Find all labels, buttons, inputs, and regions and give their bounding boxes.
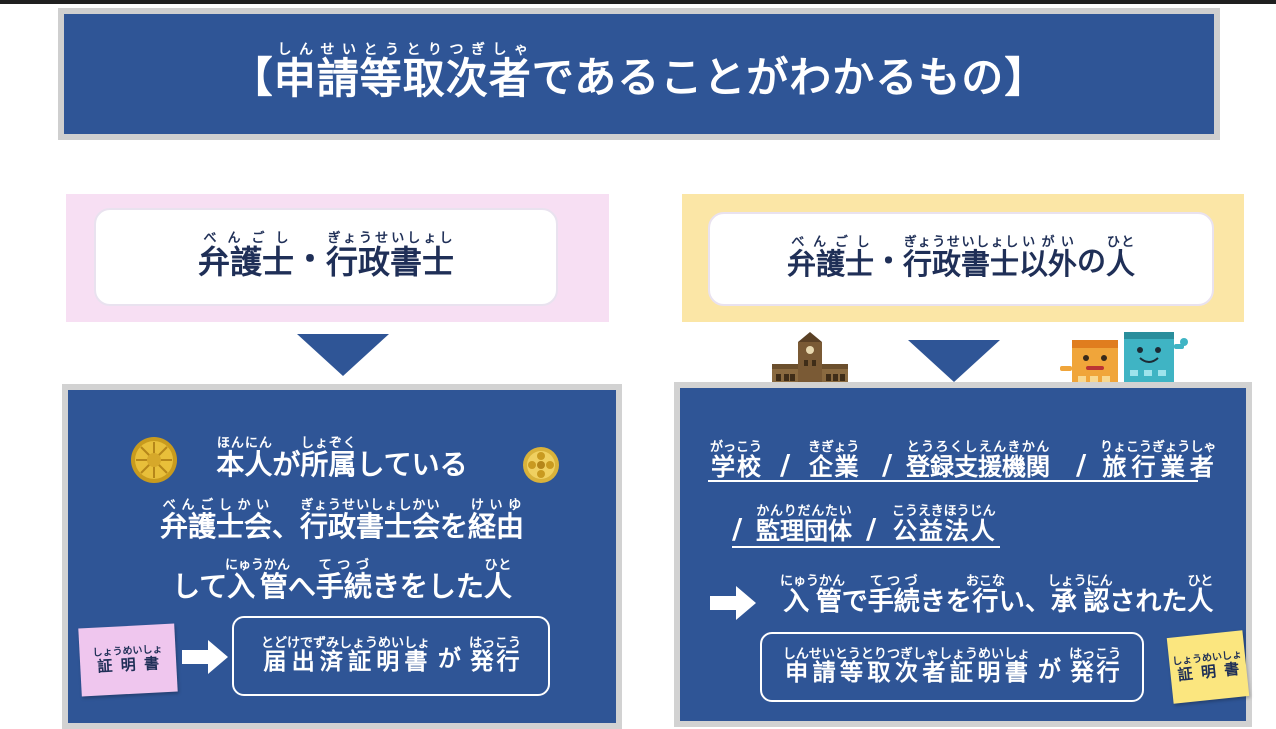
title-rest: であることがわかるもの (531, 52, 1005, 102)
right-arrow-icon-2 (710, 586, 756, 624)
right-panel: 学校がっこう / 企業きぎょう / 登録支援機関とうろくしえんきかん / 旅行業… (674, 382, 1252, 727)
title-bracket-close: 】 (1004, 52, 1048, 102)
left-line-1: 本人ほんにんが所属しょぞくしている (216, 436, 468, 481)
left-panel: 本人ほんにんが所属しょぞくしている 弁護士会べんごしかい、行政書士会ぎょうせいし… (62, 384, 622, 729)
title-bracket-open: 【 (230, 52, 274, 102)
top-border (0, 0, 1276, 4)
title-word-2: 取次者とりつぎしゃ (402, 42, 532, 103)
slash-4: / (732, 512, 743, 545)
right-down-arrow-icon (908, 340, 1000, 382)
right-approval-line: 入管にゅうかんで手続てつづきを行おこない、承認しょうにんされた人ひと (780, 574, 1214, 617)
gold-scrivener-badge-icon (522, 446, 560, 484)
slash-1: / (780, 448, 791, 481)
right-certificate-box: 申請等取次者証明書しんせいとうとりつぎしゃしょうめいしょ が 発行はっこう (760, 632, 1144, 702)
org-travel-agency: 旅行業者りょこうぎょうしゃ (1100, 440, 1217, 481)
right-certificate-note: 証明書しょうめいしょ (1166, 630, 1250, 704)
title-word-1: 申請等しんせいとう (273, 42, 403, 103)
right-arrow-icon (182, 640, 228, 678)
left-line-3: して入管にゅうかんへ手続てつづきをした人ひと (172, 558, 512, 603)
org-public-interest-corp: 公益法人こうえきほうじん (892, 504, 996, 545)
left-certificate-note: 証明書しょうめいしょ (78, 623, 178, 697)
left-certificate-box: 届出済証明書とどけでずみしょうめいしょ が 発行はっこう (232, 616, 550, 696)
slash-3: / (1076, 448, 1087, 481)
org-row2-underline (732, 546, 1000, 548)
org-school: 学校がっこう (710, 440, 763, 481)
org-supervising-org: 監理団体かんりだんたい (756, 504, 852, 545)
org-registered-support: 登録支援機関とうろくしえんきかん (906, 440, 1050, 481)
org-company: 企業きぎょう (808, 440, 860, 481)
left-category-label: 弁護士べんごし ・ 行政書士ぎょうせいしょし (94, 208, 558, 306)
org-row1-underline (708, 480, 1198, 482)
left-line-2: 弁護士会べんごしかい、行政書士会ぎょうせいしょしかいを経由けいゆ (159, 498, 525, 543)
left-down-arrow-icon (297, 334, 389, 376)
page-title: 【 申請等しんせいとう 取次者とりつぎしゃ であることがわかるもの 】 (64, 14, 1214, 134)
slash-5: / (866, 512, 877, 545)
gold-lawyer-badge-icon (130, 436, 178, 484)
right-category-label: 弁護士べんごし ・ 行政書士ぎょうせいしょし 以外いがい の 人ひと (708, 212, 1214, 306)
title-banner: 【 申請等しんせいとう 取次者とりつぎしゃ であることがわかるもの 】 (58, 8, 1220, 140)
slash-2: / (882, 448, 893, 481)
